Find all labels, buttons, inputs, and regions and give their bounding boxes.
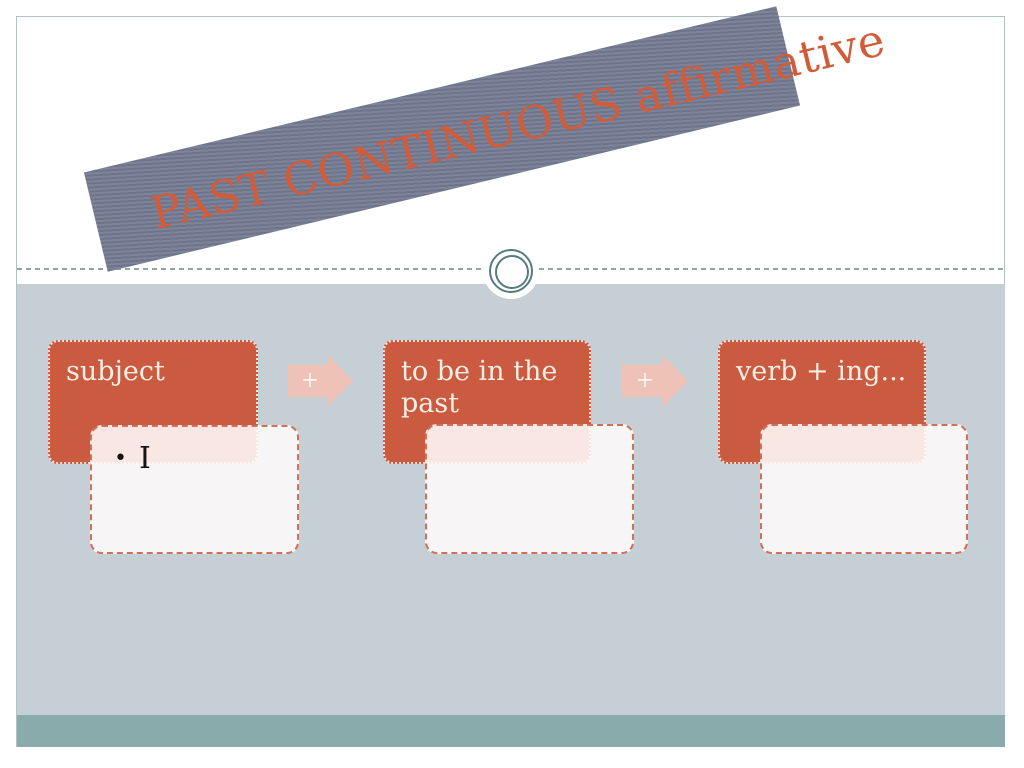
diagram-content-box-verb-ing <box>760 424 968 554</box>
divider-circle-inner-ring <box>495 255 529 289</box>
footer-bar <box>17 715 1005 747</box>
diagram-label-text: verb + ing... <box>736 356 907 387</box>
diagram-content-box-to-be <box>425 424 634 554</box>
diagram-content-box-subject: • I <box>90 425 299 554</box>
plus-sign: + <box>300 368 320 393</box>
diagram-label-box-verb-ing: verb + ing... <box>718 340 926 464</box>
bullet-item: • I <box>92 427 297 476</box>
diagram-label-text: subject <box>66 356 165 387</box>
plus-sign: + <box>635 368 655 393</box>
diagram-label-text: to be in the past <box>401 356 558 420</box>
bullet-text: I <box>138 441 151 476</box>
bullet-dot-icon: • <box>114 446 127 471</box>
